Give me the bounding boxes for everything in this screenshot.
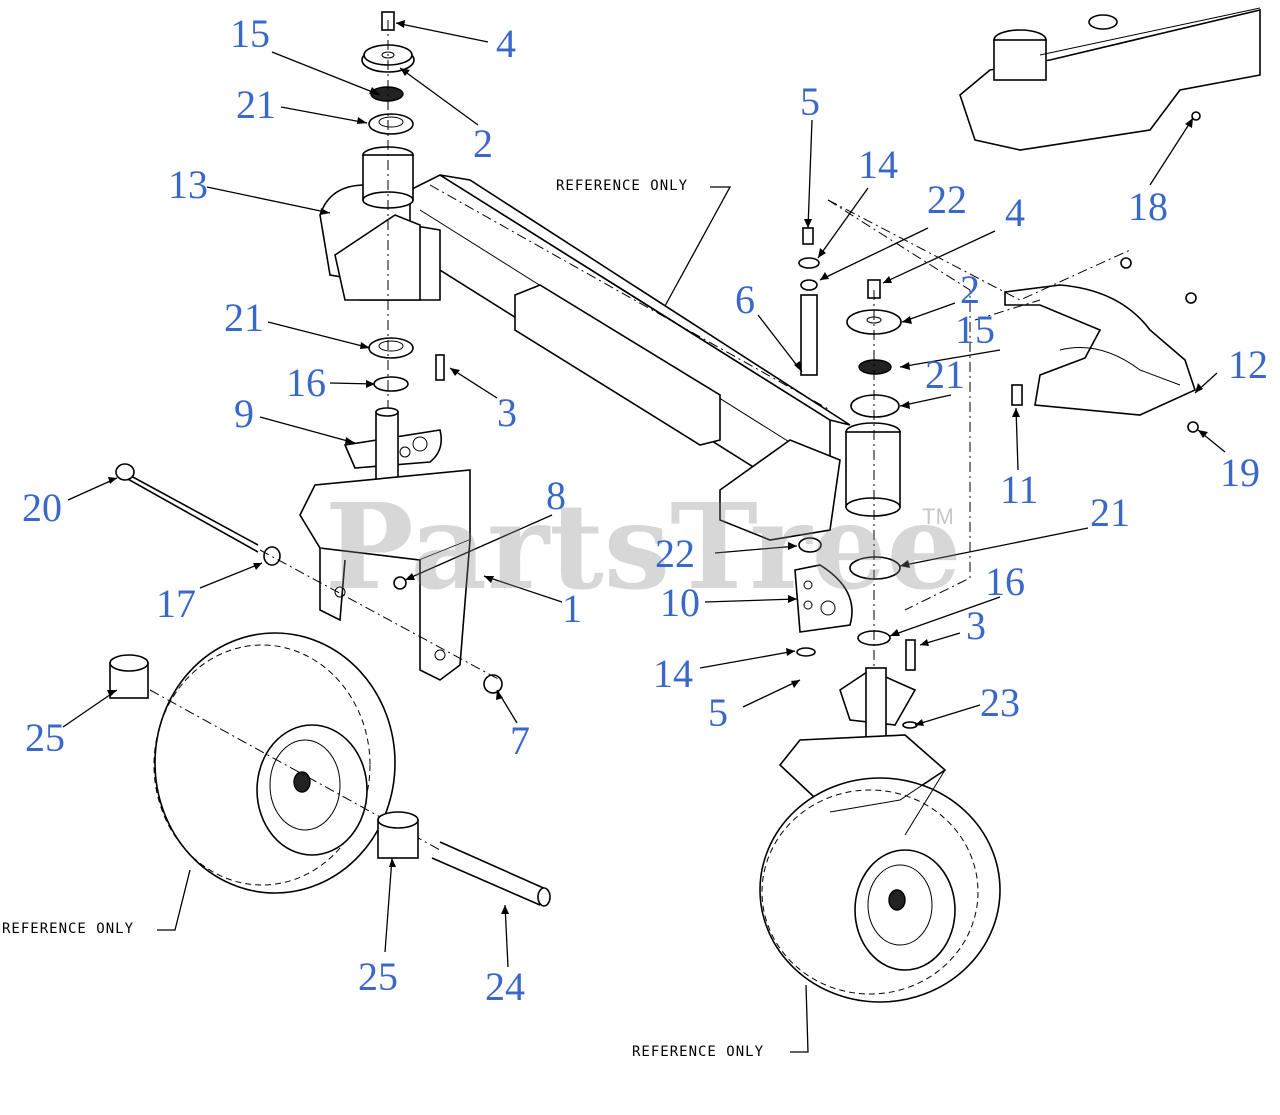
callout-12: 12	[1228, 342, 1268, 387]
reference-only-label-bottom: REFERENCE ONLY	[632, 1044, 765, 1060]
front-bracket-cover	[1004, 257, 1199, 433]
left-steering-gear	[343, 407, 443, 498]
wheel-spacers	[109, 654, 551, 907]
callout-20: 20	[22, 485, 62, 530]
callout-7: 7	[510, 718, 530, 763]
callout-25-bottom: 25	[358, 954, 398, 999]
reference-centerline-2	[974, 299, 1041, 321]
callout-2-right: 2	[960, 267, 980, 312]
right-spindle-stack	[796, 199, 971, 760]
left-spindle-housing	[319, 146, 421, 301]
callout-13: 13	[168, 162, 208, 207]
callout-15-left: 15	[230, 11, 270, 56]
callout-17: 17	[156, 581, 196, 626]
callout-24: 24	[485, 964, 525, 1009]
callout-23: 23	[980, 680, 1020, 725]
leader-arrowheads	[107, 20, 1208, 914]
callout-19: 19	[1220, 450, 1260, 495]
right-wheel	[759, 769, 1001, 1003]
callout-6: 6	[735, 277, 755, 322]
callout-11: 11	[1000, 467, 1039, 512]
reference-only-label-top: REFERENCE ONLY	[556, 178, 689, 194]
callout-25-left: 25	[25, 715, 65, 760]
callout-3-right: 3	[966, 603, 986, 648]
callout-16-left: 16	[286, 360, 326, 405]
callout-1: 1	[562, 586, 582, 631]
callout-22-top: 22	[927, 177, 967, 222]
callout-2-left: 2	[473, 121, 493, 166]
callout-18: 18	[1128, 184, 1168, 229]
callout-10: 10	[660, 580, 700, 625]
callout-16-right: 16	[985, 559, 1025, 604]
callout-14-top: 14	[858, 142, 898, 187]
left-caster-fork	[299, 469, 503, 694]
callout-14-bottom: 14	[653, 651, 693, 696]
callout-5-top: 5	[800, 79, 820, 124]
callout-22-right: 22	[655, 531, 695, 576]
front-axle-beam	[328, 174, 851, 541]
callout-15-right: 15	[955, 307, 995, 352]
right-spindle-housing	[845, 422, 901, 517]
trademark-symbol: TM	[922, 504, 954, 529]
callout-9: 9	[234, 391, 254, 436]
callout-8: 8	[546, 473, 566, 518]
axle-bolt	[115, 463, 501, 681]
reference-only-label-left: REFERENCE ONLY	[2, 921, 135, 937]
left-wheel	[149, 632, 441, 894]
mower-frame-reference	[959, 7, 1261, 151]
left-spindle-stack	[361, 11, 445, 500]
callout-21-mid-left: 21	[224, 295, 264, 340]
callout-4-left: 4	[496, 21, 516, 66]
callout-21-right-low: 21	[1090, 490, 1130, 535]
callout-5-bottom: 5	[708, 690, 728, 735]
callout-4-right: 4	[1005, 190, 1025, 235]
callout-21-right-mid: 21	[925, 352, 965, 397]
leader-lines	[62, 22, 1226, 1053]
right-steering-gear	[794, 564, 853, 633]
callout-3-left: 3	[497, 390, 517, 435]
callout-21-top-left: 21	[236, 82, 276, 127]
parts-tree-watermark: PartsTree	[325, 477, 962, 616]
